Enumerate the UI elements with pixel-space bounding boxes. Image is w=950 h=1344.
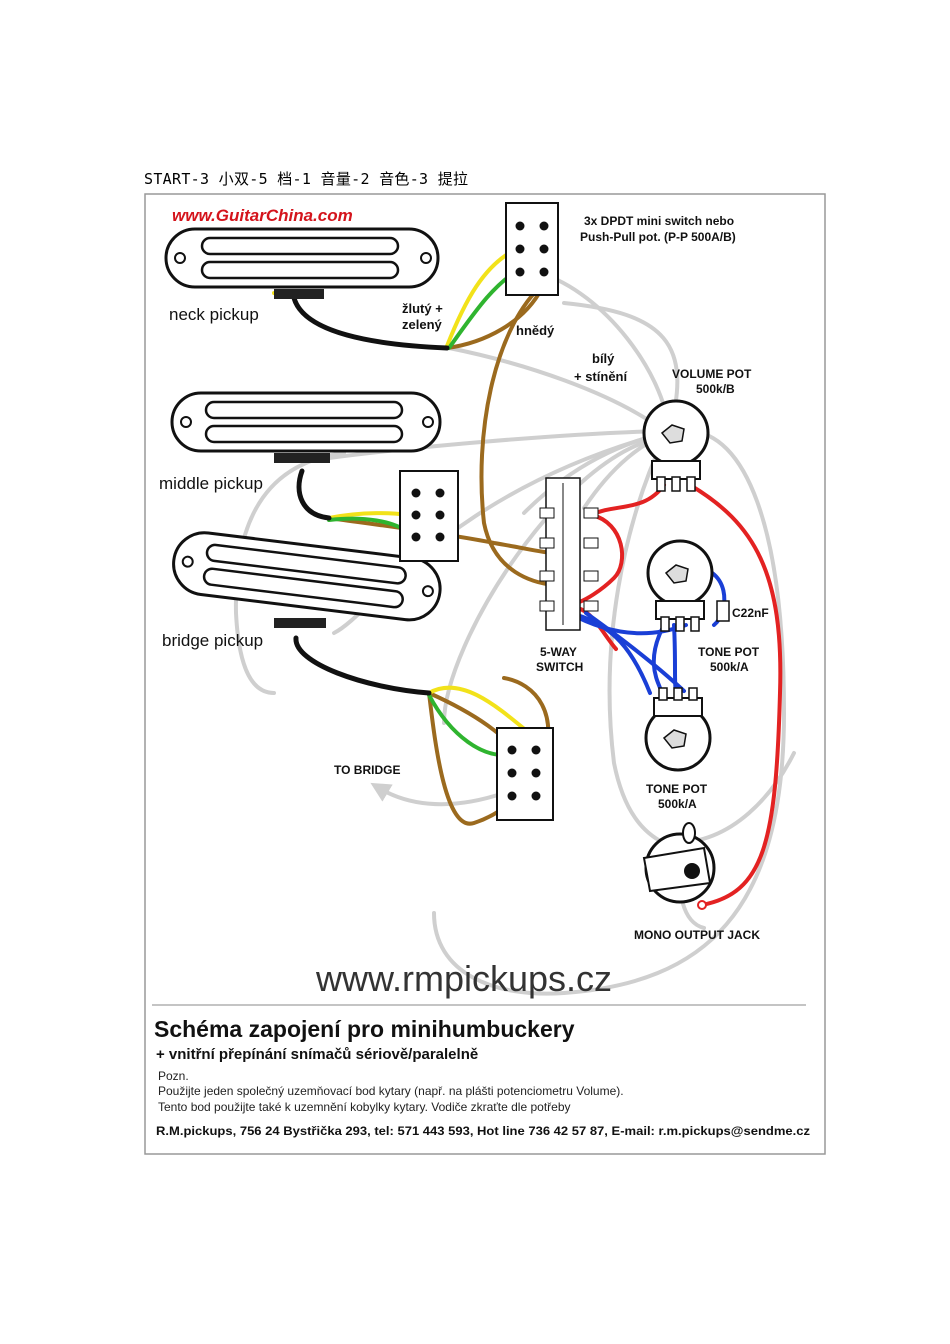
- rmpickups-url: www.rmpickups.cz: [315, 958, 612, 999]
- diagram-title: Schéma zapojení pro minihumbuckery: [154, 1016, 575, 1042]
- tone-pot-1-label-1: TONE POT: [698, 645, 760, 659]
- middle-pickup: [170, 391, 442, 463]
- pickup-cables: [291, 295, 450, 696]
- bridge-pickup-label: bridge pickup: [162, 631, 263, 650]
- tone-pot-2-label-2: 500k/A: [658, 797, 697, 811]
- yellow-label: žlutý +: [402, 301, 443, 316]
- neck-pickup-label: neck pickup: [169, 305, 259, 324]
- volume-pot-label-2: 500k/B: [696, 382, 735, 396]
- middle-pickup-label: middle pickup: [159, 474, 263, 493]
- tone-pot-1-label-2: 500k/A: [710, 660, 749, 674]
- diagram-subtitle: + vnitřní přepínání snímačů sériově/para…: [156, 1046, 478, 1063]
- dpdt-switch-middle: [399, 470, 459, 562]
- capacitor-label: C22nF: [732, 606, 769, 620]
- shield-label: + stínění: [574, 369, 627, 384]
- switch-note-line-2: Push-Pull pot. (P-P 500A/B): [580, 230, 736, 244]
- guitarchina-url: www.GuitarChina.com: [172, 206, 353, 225]
- volume-pot: [642, 399, 710, 492]
- volume-pot-label-1: VOLUME POT: [672, 367, 752, 381]
- bridge-pickup-connector: [274, 618, 326, 628]
- brown-wires: [327, 286, 556, 826]
- to-bridge-label: TO BRIDGE: [334, 763, 400, 777]
- capacitor: [716, 600, 730, 622]
- bridge-pickup: [172, 531, 442, 622]
- green-label: zelený: [402, 317, 443, 332]
- tone-pot-2: [644, 687, 712, 772]
- note-line-2: Tento bod použijte také k uzemnění kobyl…: [158, 1100, 571, 1114]
- note-heading: Pozn.: [158, 1069, 189, 1083]
- output-jack: [642, 822, 716, 910]
- five-way-label-2: SWITCH: [536, 660, 583, 674]
- tone-pot-2-label-1: TONE POT: [646, 782, 708, 796]
- brown-label: hnědý: [516, 323, 555, 338]
- dpdt-switch-neck: [505, 202, 559, 296]
- output-jack-label: MONO OUTPUT JACK: [634, 928, 760, 942]
- note-line-1: Použijte jeden společný uzemňovací bod k…: [158, 1084, 624, 1098]
- contact-footer: R.M.pickups, 756 24 Bystřička 293, tel: …: [156, 1124, 810, 1138]
- neck-pickup: [164, 227, 440, 299]
- tone-pot-1: [646, 539, 714, 632]
- five-way-switch: [539, 477, 599, 631]
- page-heading: START-3 小双-5 档-1 音量-2 音色-3 提拉: [144, 170, 469, 188]
- five-way-label-1: 5-WAY: [540, 645, 577, 659]
- wiring-diagram: www.GuitarChina.com 3x DPDT mini switch …: [144, 193, 826, 1155]
- switch-note-line-1: 3x DPDT mini switch nebo: [584, 214, 734, 228]
- dpdt-switch-bridge: [496, 727, 554, 821]
- white-label: bílý: [592, 351, 615, 366]
